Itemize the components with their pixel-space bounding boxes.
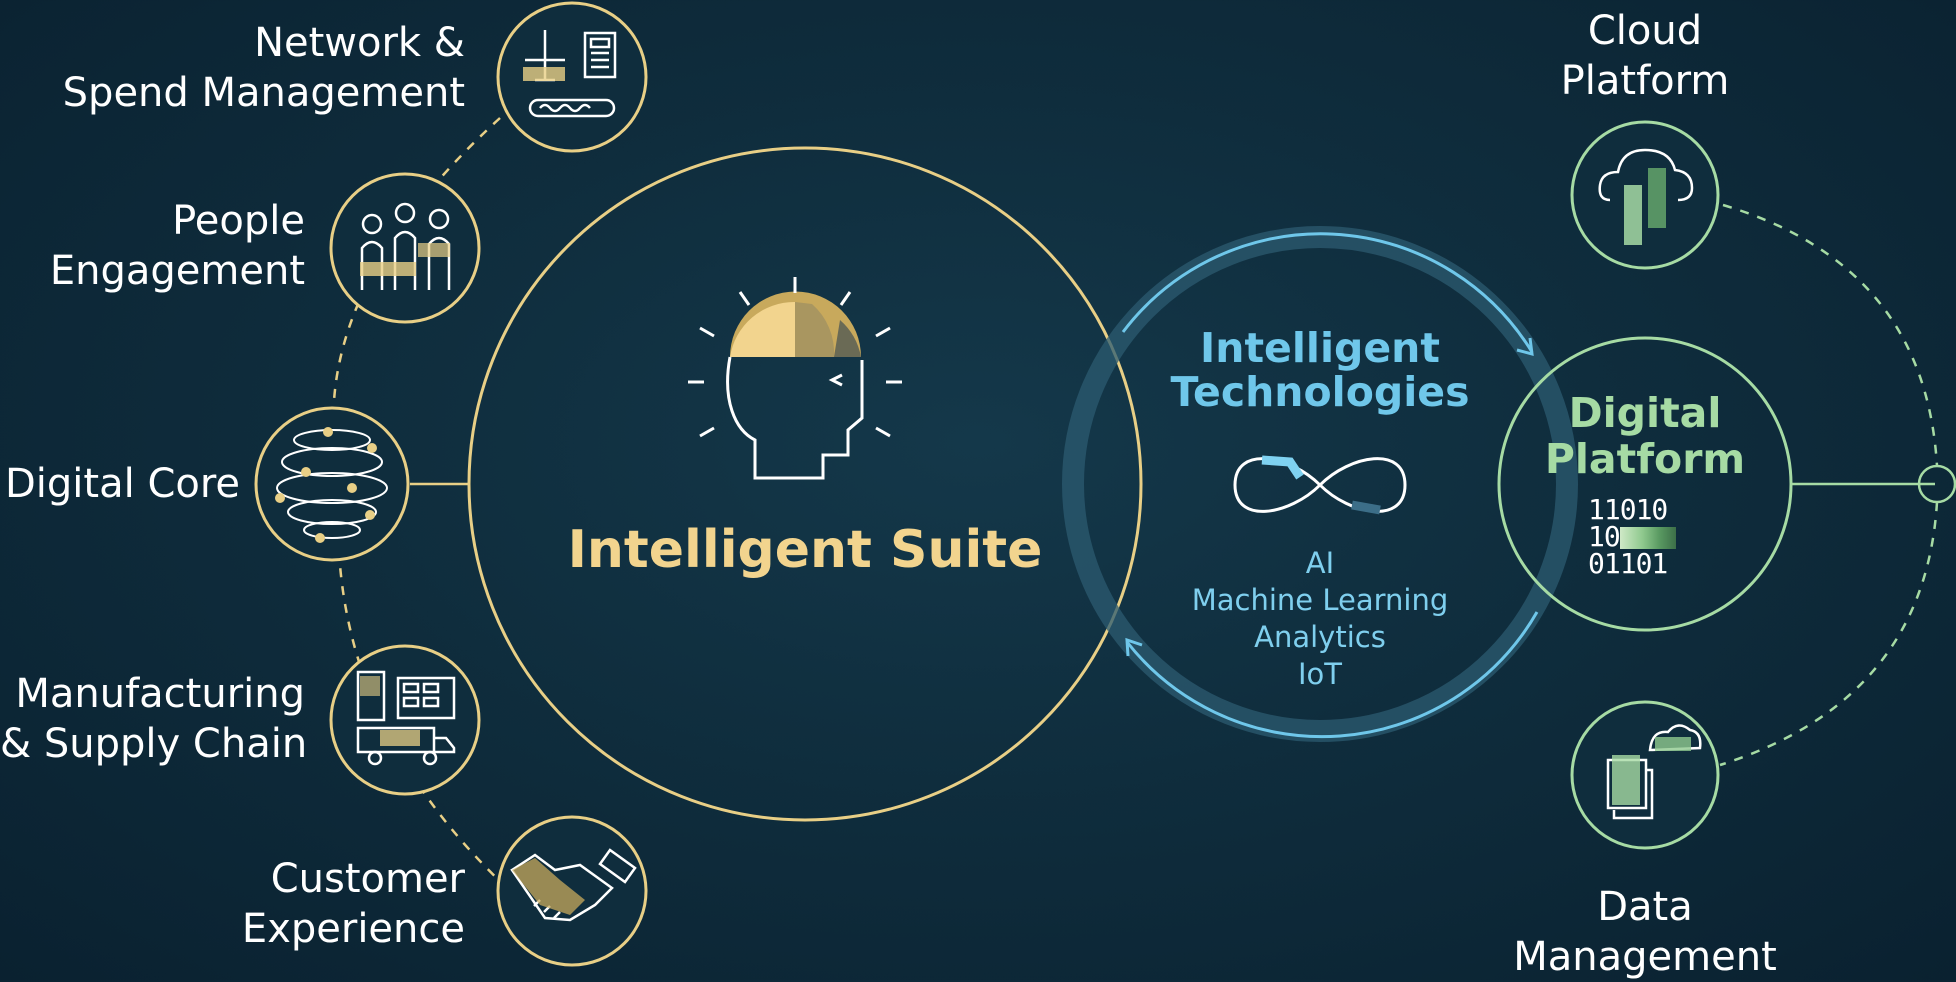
manufacturing-label: Manufacturing & Supply Chain (0, 669, 308, 769)
manufacturing-label-line2: & Supply Chain (0, 721, 308, 767)
people-node (329, 172, 481, 324)
cloud-label: Cloud Platform (1520, 6, 1770, 106)
digital-core-label-line1: Digital Core (5, 461, 241, 507)
network-node (496, 1, 648, 153)
binary-bar (1619, 527, 1676, 549)
digital-platform-title: Digital Platform (1520, 390, 1770, 482)
intelligent-suite-circle (467, 146, 1143, 822)
customer-label: Customer Experience (180, 854, 465, 954)
tech-item-analytics: Analytics (1254, 620, 1386, 654)
cycle-arrow-bottom-head (1125, 637, 1143, 657)
cloud-server-icon (1598, 148, 1694, 202)
right-connector-arc (1719, 203, 1939, 767)
platform-title-line2: Platform (1544, 435, 1746, 483)
infinity-icon (1233, 455, 1407, 515)
digital-core-label: Digital Core (5, 459, 240, 509)
binary-row-1: 11010 (1588, 493, 1668, 526)
people-label-line1: People (172, 198, 305, 244)
customer-node (496, 815, 648, 967)
intelligent-suite-title: Intelligent Suite (567, 520, 1043, 580)
cycle-arrow-top-head (1516, 337, 1534, 357)
digital-core-node (254, 406, 410, 562)
data-label-line2: Management (1513, 934, 1777, 980)
intelligent-technologies-title: Intelligent Technologies (1150, 326, 1490, 414)
binary-row-2-text: 10 (1588, 520, 1621, 553)
digital-platform-circle (1497, 336, 1793, 632)
tech-title-line1: Intelligent (1200, 324, 1440, 372)
technologies-list: AI Machine Learning Analytics IoT (1160, 545, 1480, 693)
tech-item-iot: IoT (1297, 657, 1342, 691)
cloud-node (1570, 120, 1720, 270)
customer-label-line1: Customer (270, 856, 465, 902)
platform-title-line1: Digital (1568, 389, 1722, 437)
cloud-label-line1: Cloud (1587, 8, 1703, 54)
network-label: Network & Spend Management (40, 18, 465, 118)
tech-title-line2: Technologies (1170, 368, 1470, 416)
head-lightbulb-icon (688, 277, 902, 480)
people-label-line2: Engagement (49, 248, 305, 294)
customer-label-line2: Experience (241, 906, 465, 952)
manufacturing-label-line1: Manufacturing (15, 671, 305, 717)
manufacturing-node (329, 644, 481, 796)
factory-truck-icon (356, 670, 456, 766)
handshake-icon (510, 848, 637, 922)
tech-item-machine-learning: Machine Learning (1191, 583, 1449, 617)
technologies-ring (1062, 226, 1578, 742)
data-documents-icon (1606, 724, 1702, 820)
core-nodes-dots (275, 427, 377, 543)
network-label-line2: Spend Management (62, 70, 465, 116)
cloud-label-line2: Platform (1560, 58, 1730, 104)
network-label-line1: Network & (254, 20, 465, 66)
data-node (1570, 700, 1720, 850)
cycle-arrow-bottom (1125, 611, 1539, 739)
binary-row-2: 10 (1588, 520, 1708, 553)
binary-data-icon: 11010 10 01101 (1588, 493, 1708, 580)
data-label-line1: Data (1597, 884, 1693, 930)
data-management-label: Data Management (1500, 882, 1790, 982)
tech-item-ai: AI (1305, 546, 1335, 580)
people-label: People Engagement (20, 196, 305, 296)
cycle-arrow-top (1121, 232, 1534, 353)
binary-row-3: 01101 (1588, 547, 1668, 580)
